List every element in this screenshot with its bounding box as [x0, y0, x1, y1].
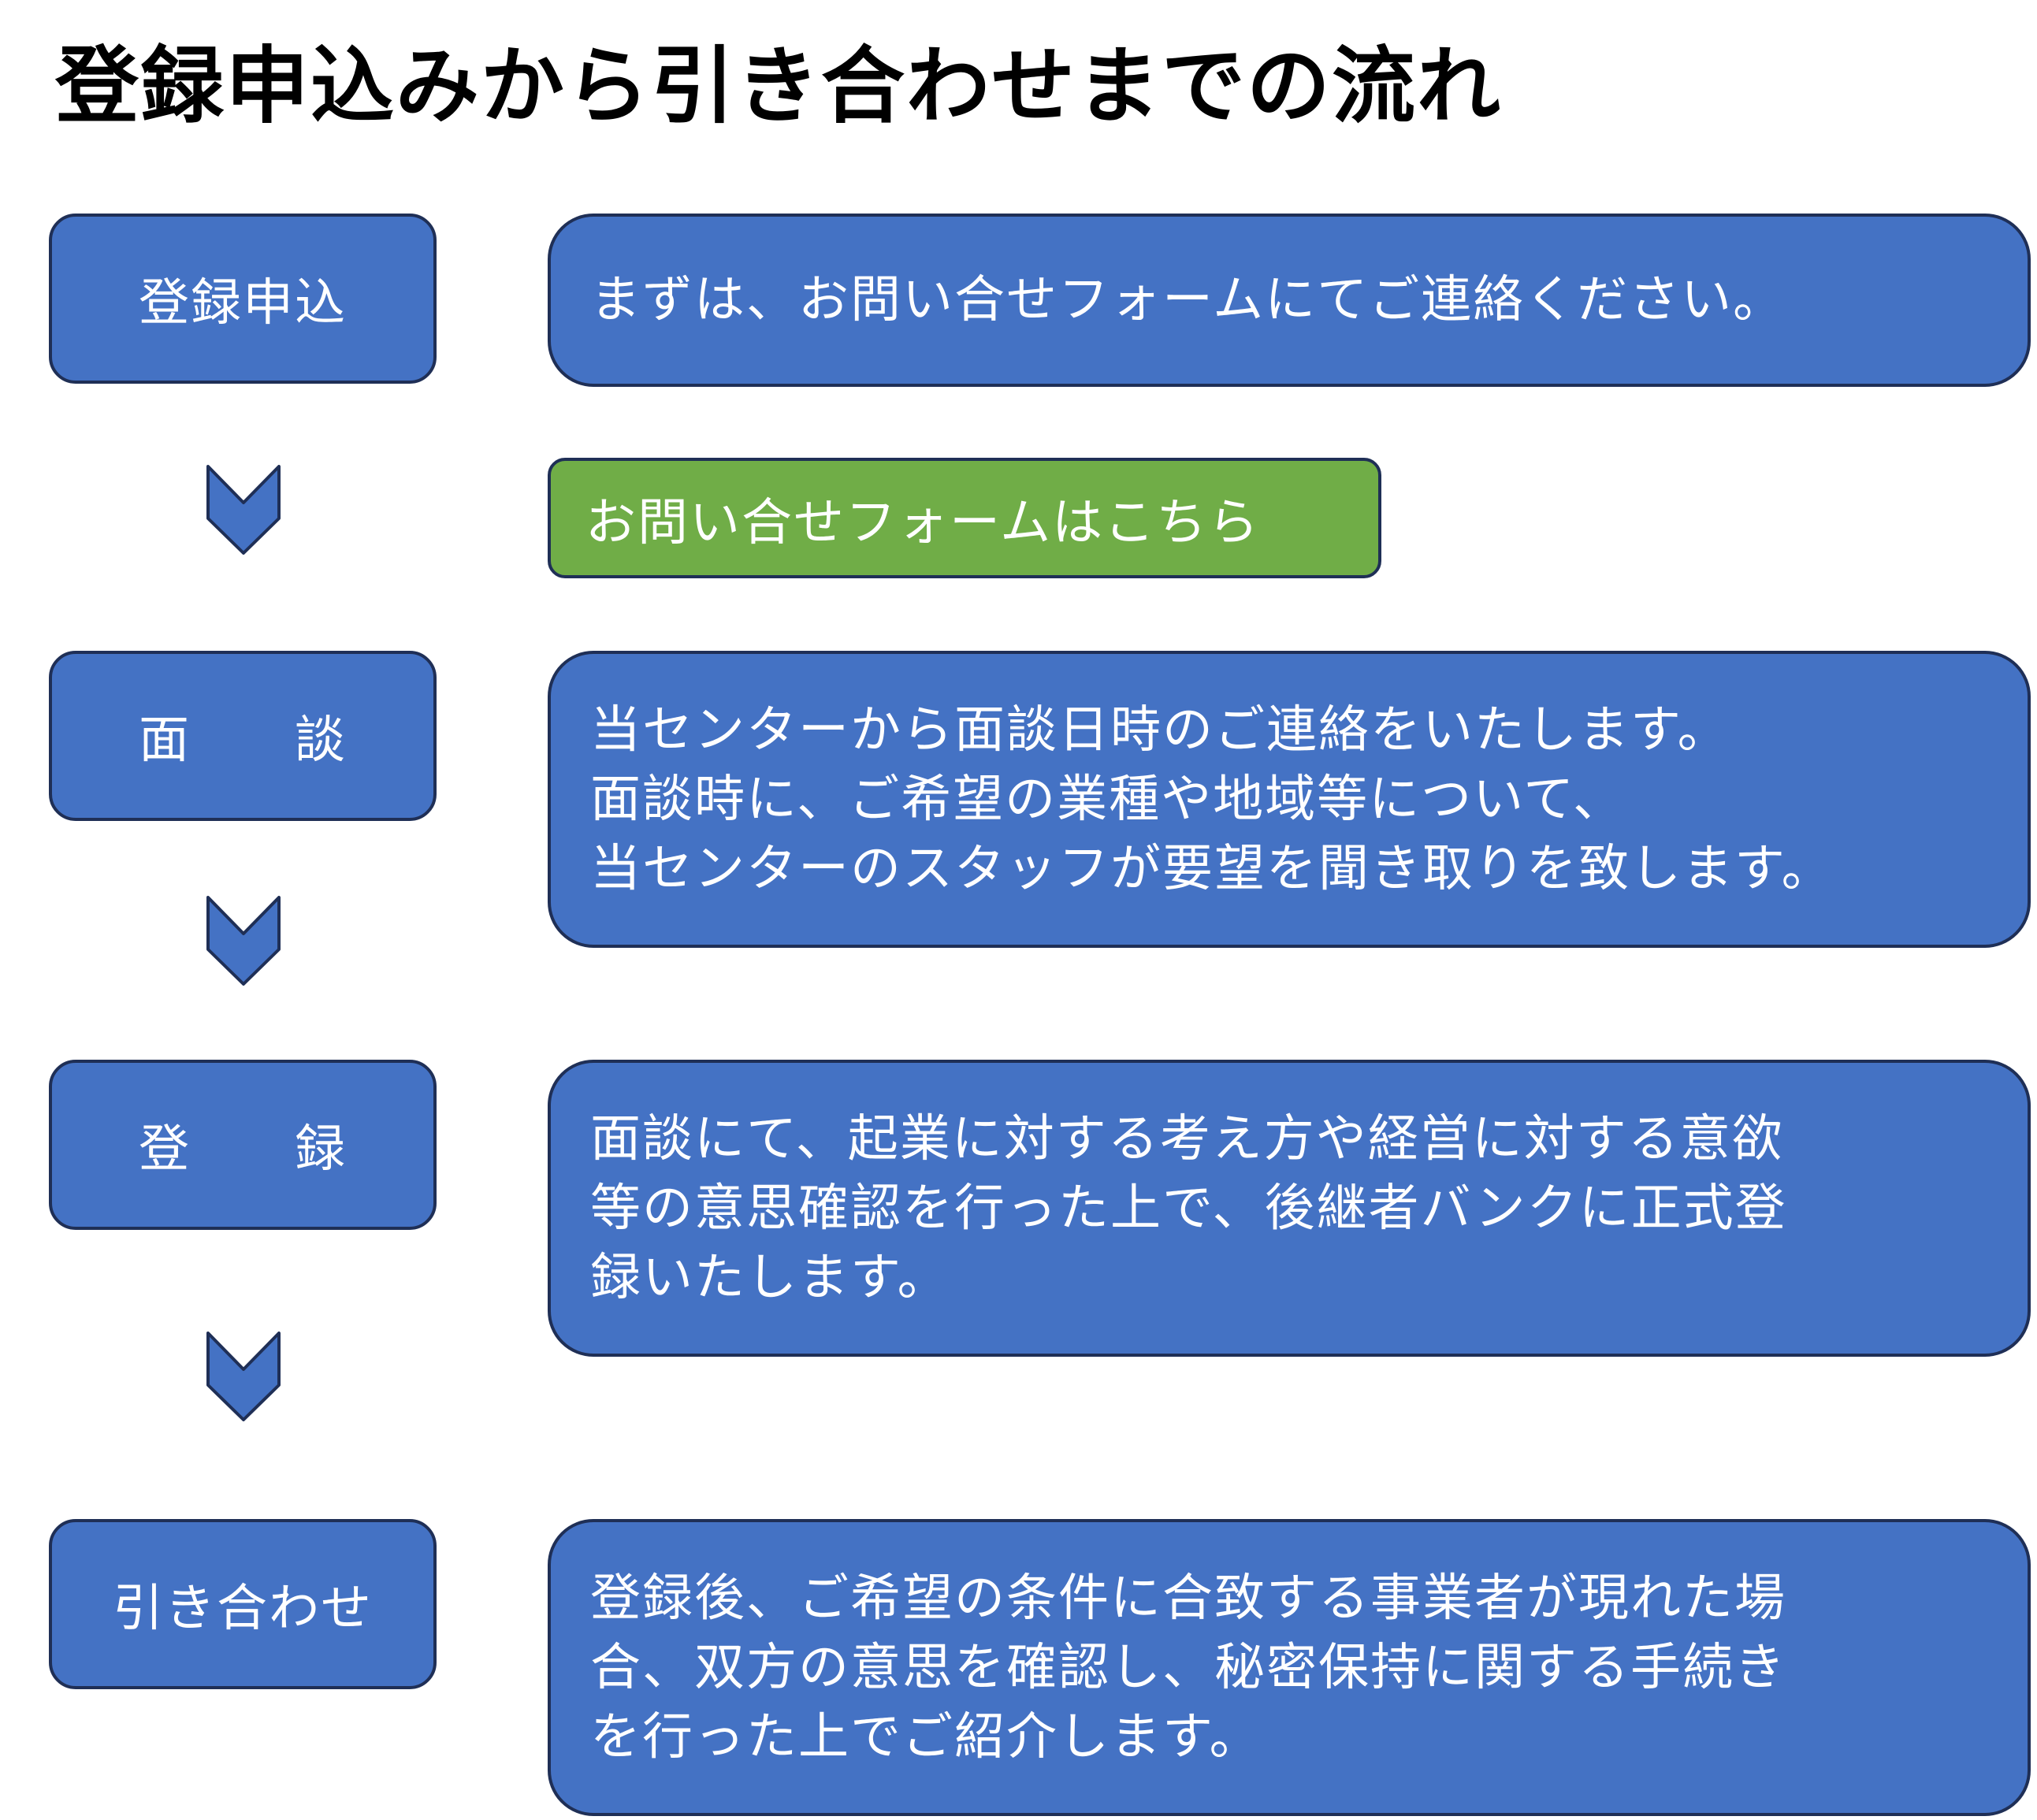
step-label-interview: 面 談	[49, 651, 437, 821]
step-description-text: 当センターから面談日時のご連絡をいたします。 面談時に、ご希望の業種や地域等につ…	[590, 700, 1834, 898]
step-label-application: 登録申込	[49, 214, 437, 384]
contact-form-link[interactable]: お問い合せフォームはこちら	[548, 458, 1381, 578]
step-label-introduction: 引き合わせ	[49, 1519, 437, 1689]
step-description-registration: 面談にて、起業に対する考え方や経営に対する意欲 等の意思確認を行った上で、後継者…	[548, 1060, 2031, 1357]
chevron-down-icon	[206, 896, 281, 986]
page-title: 登録申込みから引き合わせまでの流れ	[55, 38, 1502, 135]
step-description-text: 登録後、ご希望の条件に合致する事業者が現れた場 合、双方の意思を確認し、秘密保持…	[590, 1569, 1786, 1766]
step-description-introduction: 登録後、ご希望の条件に合致する事業者が現れた場 合、双方の意思を確認し、秘密保持…	[548, 1519, 2031, 1816]
step-description-text: 面談にて、起業に対する考え方や経営に対する意欲 等の意思確認を行った上で、後継者…	[590, 1109, 1787, 1307]
step-label-registration: 登 録	[49, 1060, 437, 1230]
step-description-interview: 当センターから面談日時のご連絡をいたします。 面談時に、ご希望の業種や地域等につ…	[548, 651, 2031, 948]
step-description-application: まずは、お問い合せフォームにてご連絡ください。	[548, 214, 2031, 387]
chevron-down-icon	[206, 465, 281, 555]
chevron-down-icon	[206, 1332, 281, 1421]
step-description-text: まずは、お問い合せフォームにてご連絡ください。	[590, 271, 1786, 329]
